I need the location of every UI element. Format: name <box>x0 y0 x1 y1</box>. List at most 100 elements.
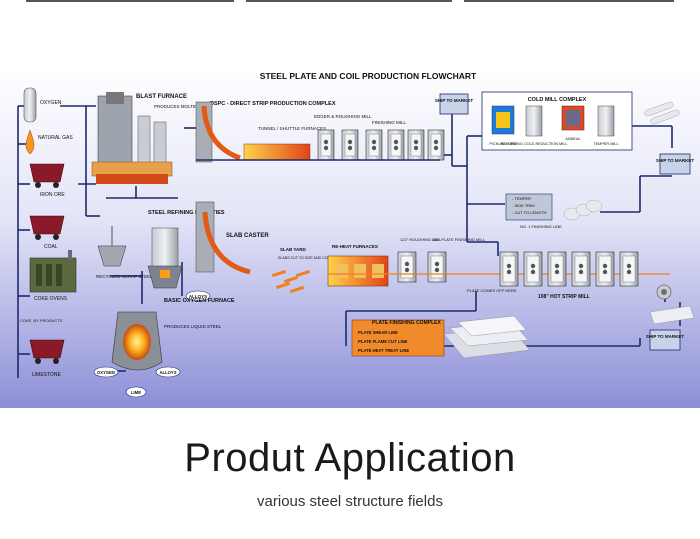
iron-ore-car-icon <box>29 163 65 188</box>
bof-oxygen-label: OXYGEN <box>97 370 115 375</box>
cold-reduction-label: REVERSING COLD REDUCTION MILL <box>500 142 567 146</box>
plate-shear-label: PLATE SHEAR LINE <box>358 330 398 335</box>
plate-mill-stand-1 <box>397 251 417 283</box>
natural-gas-label: NATURAL GAS <box>38 135 73 141</box>
bof-lime-label: LIME <box>131 390 141 395</box>
caption-subtitle: various steel structure fields <box>257 493 443 510</box>
dspc-mill-stand-4 <box>387 129 405 161</box>
bof-oxygen-tag: OXYGEN <box>93 366 119 378</box>
finishing-line-box: - TEMPER - SIDE TRIM - CUT TO LENGTH <box>505 193 553 221</box>
dspc-mill-stand-6 <box>427 129 445 161</box>
finishing-item-cut-to-length: - CUT TO LENGTH <box>512 210 547 215</box>
ship-to-market-box-1: SHIP TO MARKET <box>435 93 474 115</box>
coil-stack-icon-2 <box>563 199 603 221</box>
coal-label: COAL <box>44 244 58 250</box>
hot-strip-mill-stand-2 <box>523 251 543 287</box>
reheat-furnace-icon <box>327 255 389 287</box>
hot-strip-mill-stand-4 <box>571 251 591 287</box>
ship-to-market-label-2: SHIP TO MARKET <box>656 158 695 163</box>
plate-finishing-mill-label: 166" PLATE FINISHING MILL <box>432 237 486 242</box>
oxygen-tank-icon <box>23 87 37 123</box>
dspc-mill-stand-1 <box>317 129 335 161</box>
finishing-mill-label: FINISHING MILL <box>372 120 407 125</box>
temper-mill-label: TEMPER MILL <box>593 142 618 146</box>
ship-to-market-box-2: SHIP TO MARKET <box>656 153 695 175</box>
blast-furnace-icon <box>91 92 173 184</box>
slab-caster-icon <box>195 201 251 275</box>
top-divider-lines <box>0 0 700 4</box>
dspc-mill-stand-5 <box>407 129 425 161</box>
slab-piece-2 <box>283 275 299 284</box>
edger-label: EDGER & ROUGHING MILL <box>314 114 372 119</box>
tunnel-furnace-icon <box>243 143 311 161</box>
hot-strip-mill-stands <box>499 251 639 287</box>
cold-mill-title: COLD MILL COMPLEX <box>528 97 587 103</box>
recycled-scrap-icon <box>97 226 127 267</box>
dspc-mill-stand-2 <box>341 129 359 161</box>
caption-title: Produt Application <box>184 436 516 480</box>
slab-yard-label: SLAB YARD <box>280 247 307 252</box>
hot-strip-mill-label: 108" HOT STRIP MILL <box>538 294 590 300</box>
coil-stack-icon-1 <box>644 101 680 125</box>
plate-comes-off-label: PLATE COMES OFF HERE <box>467 288 517 293</box>
alloys-label-1: ALLOYS <box>189 294 207 299</box>
plate-heat-treat-label: PLATE HEAT TREAT LINE <box>358 348 409 353</box>
cold-mill-complex-box: COLD MILL COMPLEX PICKLING LINE REVERSIN… <box>481 91 633 151</box>
bof-subtitle: PRODUCES LIQUID STEEL <box>164 324 222 329</box>
steel-refining-icon <box>147 227 183 289</box>
finishing-item-side-trim: - SIDE TRIM <box>512 203 535 208</box>
finishing-item-temper: - TEMPER <box>512 196 531 201</box>
raw-materials-column: OXYGEN NATURAL GAS IRON ORE COAL COKE OV… <box>20 87 77 378</box>
bof-icon <box>111 311 163 371</box>
plate-mill-stand-2 <box>427 251 447 283</box>
natural-gas-flame-icon <box>25 129 35 155</box>
coke-ovens-icon <box>29 250 77 293</box>
slab-piece-4 <box>275 281 291 290</box>
dspc-mill-stand-3 <box>365 129 383 161</box>
ship-to-market-label-3: SHIP TO MARKET <box>646 334 685 339</box>
limestone-car-icon <box>29 339 65 364</box>
finishing-line-label: NO. 1 FINISHING LINE <box>520 224 562 229</box>
coil-end-icon <box>656 284 672 300</box>
bof-alloys-label: ALLOYS <box>160 370 177 375</box>
hot-strip-mill-stand-6 <box>619 251 639 287</box>
bof-alloys-tag: ALLOYS <box>155 366 181 378</box>
slab-piece-1 <box>271 269 287 278</box>
slab-caster-label: SLAB CASTER <box>226 233 269 239</box>
blast-furnace-subtitle: PRODUCES MOLTEN IRON <box>154 104 212 109</box>
roughing-mill-label: 122" ROUGHING MILL <box>400 237 442 242</box>
flowchart-panel: STEEL PLATE AND COIL PRODUCTION FLOWCHAR… <box>0 66 700 408</box>
hot-strip-mill-stand-3 <box>547 251 567 287</box>
flow-lines <box>17 105 681 378</box>
coke-byproducts-label: COKE, BY PRODUCTS <box>20 318 63 323</box>
plate-complex-title: PLATE FINISHING COMPLEX <box>372 320 441 326</box>
slab-yard-note: SLABS CUT TO SIZE AND CONDITIONED <box>278 256 348 260</box>
limestone-label: LIMESTONE <box>32 372 61 378</box>
coke-ovens-label: COKE OVENS <box>34 296 68 302</box>
flowchart-diagram: STEEL PLATE AND COIL PRODUCTION FLOWCHAR… <box>0 66 700 408</box>
blast-furnace-label: BLAST FURNACE <box>136 94 187 100</box>
plate-stack-icon <box>649 305 695 325</box>
anneal-label: ANNEAL <box>565 137 580 141</box>
bof-lime-tag: LIME <box>125 386 147 398</box>
hot-strip-mill-stand-1 <box>499 251 519 287</box>
diagram-title: STEEL PLATE AND COIL PRODUCTION FLOWCHAR… <box>260 71 477 81</box>
plate-finishing-complex-box: PLATE FINISHING COMPLEX PLATE SHEAR LINE… <box>351 319 445 357</box>
cold-reduction-mill-icon <box>525 105 543 137</box>
oxygen-label: OXYGEN <box>40 100 62 106</box>
slab-piece-5 <box>289 285 305 294</box>
slab-pieces <box>271 269 311 294</box>
ship-to-market-label-1: SHIP TO MARKET <box>435 98 474 103</box>
bof-title: BASIC OXYGEN FURNACE <box>164 298 235 304</box>
temper-mill-icon <box>597 105 615 137</box>
slab-piece-3 <box>295 269 311 278</box>
coal-car-icon <box>29 215 65 240</box>
hot-strip-mill-stand-5 <box>595 251 615 287</box>
steel-plates-icon <box>443 315 531 359</box>
reheat-furnace-label: RE-HEAT FURNACES <box>332 244 378 249</box>
recycled-scrap-label: RECYCLED SCRAP STEEL <box>96 274 153 279</box>
dspc-label: DSPC - DIRECT STRIP PRODUCTION COMPLEX <box>210 101 336 107</box>
ship-to-market-box-3: SHIP TO MARKET <box>646 329 685 351</box>
pickling-line-label: PICKLING LINE <box>489 142 517 146</box>
alloys-tag-1: ALLOYS <box>185 290 211 302</box>
